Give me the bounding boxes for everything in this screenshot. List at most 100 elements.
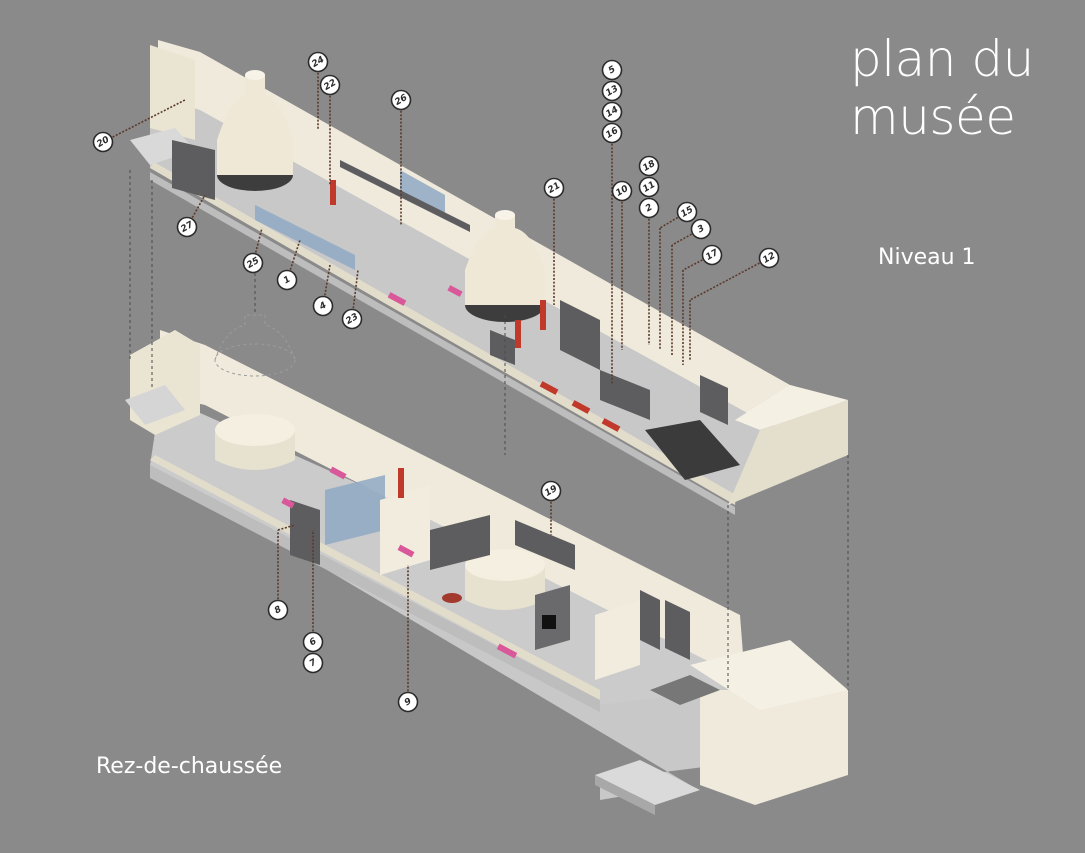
exhibit-marker-23[interactable]: 23 [341, 308, 363, 330]
exhibit-marker-18[interactable]: 18 [638, 155, 660, 177]
upper-exhibit-walls-3 [700, 375, 728, 425]
title-line-1: plan du [850, 30, 1034, 88]
marker-circle [758, 247, 780, 269]
marker-number: 3 [696, 224, 706, 236]
marker-circle [611, 180, 633, 202]
level-connection-guides [129, 170, 849, 690]
upper-glass-case [255, 205, 355, 270]
exhibit-marker-2[interactable]: 2 [638, 197, 660, 219]
exhibit-marker-26[interactable]: 26 [390, 89, 412, 111]
exhibit-marker-21[interactable]: 21 [543, 177, 565, 199]
marker-circle [690, 218, 712, 240]
exhibit-marker-24[interactable]: 24 [307, 51, 329, 73]
marker-circle [302, 652, 324, 674]
upper-cabinet-row [340, 160, 470, 232]
marker-circle [543, 177, 565, 199]
exhibit-marker-10[interactable]: 10 [611, 180, 633, 202]
exhibit-marker-11[interactable]: 11 [638, 176, 660, 198]
exhibit-marker-4[interactable]: 4 [312, 295, 334, 317]
upper-stair-opening [645, 420, 740, 480]
marker-circle [638, 197, 660, 219]
leader-line-8 [277, 524, 296, 531]
marker-circle [601, 101, 623, 123]
ground-level-building [125, 314, 848, 815]
leader-line-12 [689, 257, 770, 301]
exhibit-marker-5[interactable]: 5 [601, 59, 623, 81]
title-line-2: musée [850, 88, 1016, 146]
ground-front-edge [150, 465, 600, 712]
ground-end-block-top [690, 640, 848, 710]
upper-glass-case-2 [400, 170, 445, 215]
upper-cone-left [217, 70, 293, 191]
marker-circle [341, 308, 363, 330]
ground-rotunda-left [215, 414, 295, 470]
ground-stair-tower-landing [125, 385, 185, 425]
ground-partition-2 [595, 600, 640, 680]
ground-glass-case [325, 475, 385, 545]
exhibit-marker-22[interactable]: 22 [319, 74, 341, 96]
upper-entrance-tower [150, 45, 195, 140]
exhibit-marker-17[interactable]: 17 [701, 244, 723, 266]
exhibit-marker-27[interactable]: 27 [176, 216, 198, 238]
marker-circle [302, 631, 324, 653]
exhibit-marker-20[interactable]: 20 [92, 131, 114, 153]
leader-line-25 [252, 227, 263, 264]
marker-circle [176, 216, 198, 238]
marker-number: 5 [607, 65, 617, 77]
upper-exhibit-walls-4 [490, 330, 515, 365]
leader-line-27 [186, 194, 206, 228]
marker-leader-lines [102, 62, 770, 702]
ground-dark-panel-3 [515, 520, 575, 570]
upper-red-column-3 [330, 180, 336, 205]
marker-circle [638, 176, 660, 198]
upper-end-wall-top [735, 385, 848, 430]
exhibit-marker-12[interactable]: 12 [758, 247, 780, 269]
upper-front-edge [150, 172, 735, 515]
exhibit-marker-7[interactable]: 7 [302, 652, 324, 674]
marker-circle [242, 252, 264, 274]
ground-red-column [398, 468, 404, 498]
ground-bench-pink-2 [397, 544, 415, 558]
exhibit-marker-15[interactable]: 15 [676, 201, 698, 223]
ground-bench-pink-4 [281, 497, 295, 509]
upper-dark-wall [172, 140, 215, 200]
marker-circle [601, 122, 623, 144]
exhibit-marker-16[interactable]: 16 [601, 122, 623, 144]
exhibit-marker-19[interactable]: 19 [540, 480, 562, 502]
marker-number: 9 [403, 697, 413, 709]
exhibit-marker-3[interactable]: 3 [690, 218, 712, 240]
ground-bench-pink [496, 643, 518, 659]
marker-circle [307, 51, 329, 73]
exhibit-marker-8[interactable]: 8 [267, 599, 289, 621]
marker-circle [390, 89, 412, 111]
exhibit-marker-6[interactable]: 6 [302, 631, 324, 653]
marker-number: 4 [317, 301, 328, 313]
marker-circle [540, 480, 562, 502]
exhibit-marker-14[interactable]: 14 [601, 101, 623, 123]
upper-front-wall [150, 162, 736, 505]
marker-circle [92, 131, 114, 153]
exhibit-marker-25[interactable]: 25 [242, 252, 264, 274]
marker-circle [701, 244, 723, 266]
exhibit-marker-9[interactable]: 9 [397, 691, 419, 713]
ground-partition [380, 485, 430, 575]
upper-red-column-2 [515, 320, 521, 348]
upper-bench-pink [387, 292, 407, 306]
ground-entrance-step-side [595, 775, 655, 815]
marker-circle [676, 201, 698, 223]
exhibit-marker-1[interactable]: 1 [276, 269, 298, 291]
label-upper-level: Niveau 1 [878, 245, 976, 270]
ground-back-wall [160, 330, 745, 680]
exhibit-marker-13[interactable]: 13 [601, 80, 623, 102]
marker-circle [397, 691, 419, 713]
ground-screen [542, 615, 556, 629]
upper-entrance-landing [130, 128, 195, 165]
ground-bench-pink-3 [329, 466, 347, 480]
plan-title: plan du musée [850, 30, 1034, 146]
marker-circle [276, 269, 298, 291]
ground-end-block [700, 690, 848, 805]
upper-bench-3 [601, 418, 621, 432]
